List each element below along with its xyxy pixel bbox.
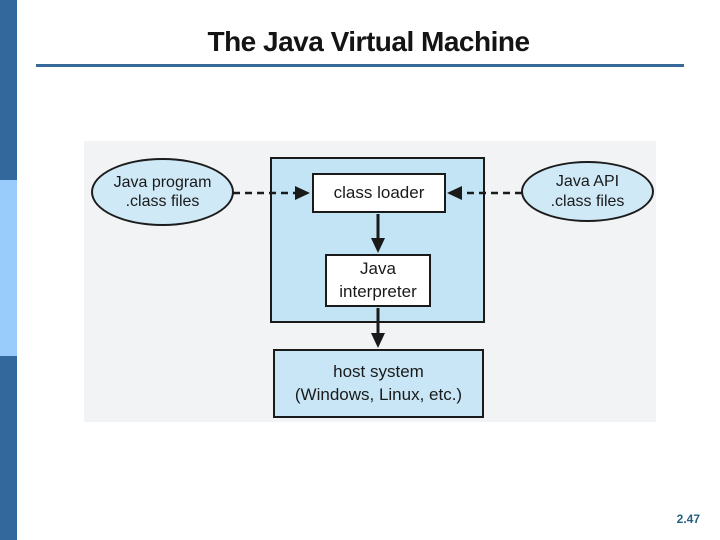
class-loader-box: class loader [312, 173, 446, 213]
java-api-label-line2: .class files [550, 192, 625, 210]
host-system-label-line2: (Windows, Linux, etc.) [294, 384, 463, 404]
java-interpreter-box: Java interpreter [325, 254, 431, 307]
page-title: The Java Virtual Machine [207, 26, 530, 57]
host-system-box: host system (Windows, Linux, etc.) [273, 349, 484, 418]
sidebar-accent-bar [0, 0, 17, 540]
sidebar-segment-bottom [0, 356, 17, 540]
title-underline [36, 64, 684, 67]
java-api-ellipse: Java API .class files [521, 161, 654, 222]
java-program-ellipse: Java program .class files [91, 158, 234, 226]
java-interpreter-label-line1: Java [360, 259, 396, 279]
java-api-label-line1: Java API [555, 173, 620, 191]
host-system-label-line1: host system [333, 362, 424, 382]
java-program-label-line2: .class files [125, 193, 200, 210]
java-interpreter-label-line2: interpreter [339, 281, 417, 301]
sidebar-segment-middle [0, 180, 17, 356]
class-loader-label: class loader [333, 183, 425, 202]
sidebar-segment-top [0, 0, 17, 180]
page-number: 2.47 [676, 512, 700, 526]
java-program-label-line1: Java program [113, 173, 212, 191]
